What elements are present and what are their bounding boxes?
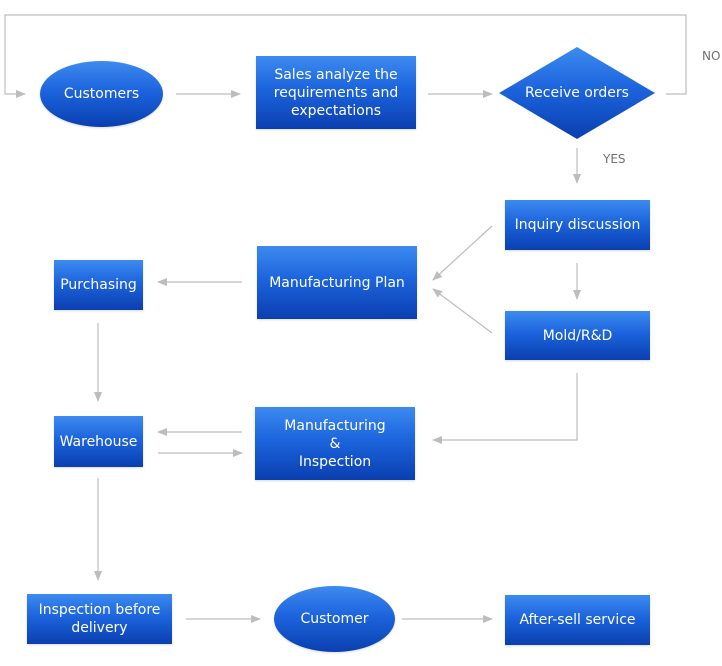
inquiry-discussion-label: Inquiry discussion — [514, 217, 641, 233]
no-label: NO — [702, 49, 721, 63]
customers-node: Customers — [40, 61, 163, 127]
warehouse-node: Warehouse — [54, 416, 143, 467]
purchasing-label: Purchasing — [60, 277, 137, 293]
mold-rd-node: Mold/R&D — [505, 311, 650, 360]
manufacturing-plan-label: Manufacturing Plan — [269, 274, 405, 291]
inquiry-to-plan-arrow — [432, 225, 493, 281]
purchasing-node: Purchasing — [54, 260, 143, 310]
mold-to-manufacturing-arrow — [432, 373, 578, 444]
after-sell-service-node: After-sell service — [505, 595, 650, 645]
inspection-before-delivery-label: Inspection before delivery — [38, 602, 161, 636]
manufacturing-inspection-node: Manufacturing & Inspection — [255, 407, 415, 480]
sales-node: Sales analyze the requirements and expec… — [256, 56, 416, 129]
customers-label: Customers — [63, 86, 140, 102]
mold-rd-label: Mold/R&D — [542, 327, 613, 344]
mold-to-plan-arrow — [432, 288, 493, 334]
receive-orders-node: Receive orders — [499, 47, 655, 139]
inquiry-discussion-node: Inquiry discussion — [505, 200, 650, 250]
manufacturing-plan-node: Manufacturing Plan — [257, 246, 417, 319]
inspection-before-delivery-node: Inspection before delivery — [27, 594, 172, 644]
sales-label: Sales analyze the requirements and expec… — [273, 66, 399, 119]
after-sell-service-label: After-sell service — [519, 612, 636, 628]
warehouse-label: Warehouse — [59, 433, 138, 450]
customer-label: Customer — [300, 611, 369, 627]
no-loop-connector — [4, 14, 687, 98]
yes-label: YES — [603, 152, 626, 166]
manufacturing-inspection-label: Manufacturing & Inspection — [284, 417, 386, 470]
customer-node: Customer — [274, 586, 395, 652]
receive-orders-diamond — [499, 47, 655, 139]
receive-orders-label: Receive orders — [525, 85, 629, 101]
